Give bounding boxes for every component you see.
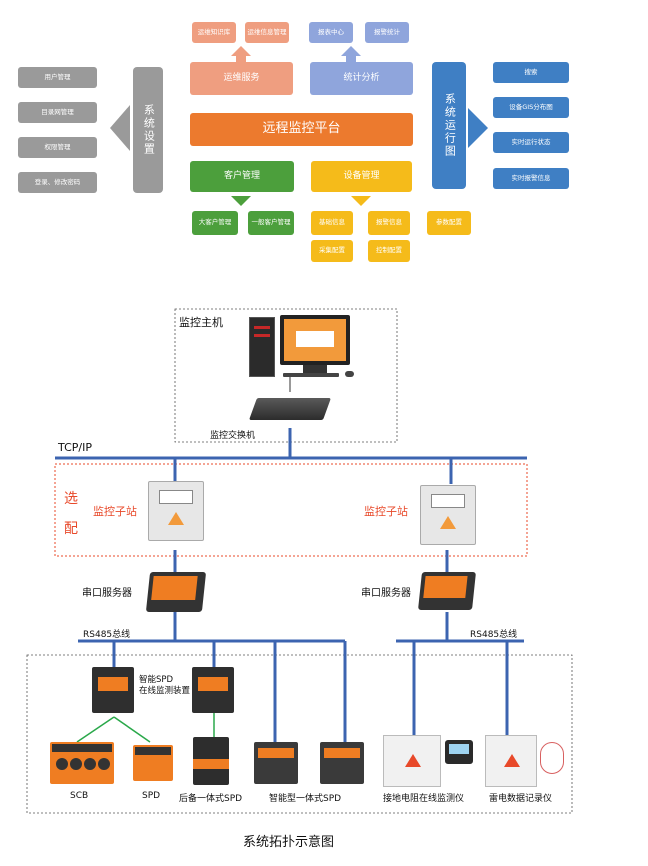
ground-sensor-icon	[445, 740, 473, 764]
smart-spd-right-icon	[192, 667, 234, 713]
right-item-status: 实时运行状态	[493, 132, 569, 153]
right-item-gis: 设备GIS分布图	[493, 97, 569, 118]
right-item-alarm: 实时报警信息	[493, 168, 569, 189]
computer-tower-icon	[249, 317, 275, 377]
ops-service-box: 运维服务	[190, 62, 293, 95]
backup-spd-icon	[193, 737, 229, 785]
substation-right-icon	[420, 485, 476, 545]
device-mgmt-box: 设备管理	[311, 161, 412, 192]
serial-left-label: 串口服务器	[82, 588, 132, 599]
ops-knowledge-label: 运维知识库	[197, 27, 231, 36]
spd-icon	[133, 745, 173, 781]
switch-label: 监控交换机	[210, 431, 256, 441]
rs485-right-label: RS485总线	[470, 630, 518, 640]
keyboard-icon	[283, 373, 339, 377]
device-label-ground: 接地电阻在线监测仪	[383, 794, 465, 804]
right-item-label: 实时报警信息	[511, 173, 551, 182]
smart-spd-label: 智能SPD 在线监测装置	[139, 675, 191, 696]
device-label-scb: SCB	[70, 791, 89, 801]
alarm-stats-label: 报警统计	[374, 27, 400, 36]
big-customer-label: 大客户管理	[198, 218, 232, 227]
smart-integrated-spd-left-icon	[254, 742, 298, 784]
control-config-label: 控制配置	[376, 246, 402, 255]
basic-info-label: 基础信息	[319, 218, 345, 227]
control-config-box: 控制配置	[368, 240, 410, 262]
diagram-caption: 系统拓扑示意图	[243, 835, 335, 850]
right-item-search: 搜索	[493, 62, 569, 83]
monitor-icon	[280, 315, 350, 365]
normal-customer-label: 一般客户管理	[251, 218, 291, 227]
collect-config-label: 采集配置	[319, 246, 345, 255]
collect-config-box: 采集配置	[311, 240, 353, 262]
monitor-stand-icon	[303, 365, 327, 373]
serial-right-label: 串口服务器	[361, 588, 411, 599]
serial-server-right-icon	[418, 572, 476, 610]
report-center-label: 报表中心	[318, 27, 344, 36]
left-item-permission: 权限管理	[18, 137, 97, 158]
device-label-lightning: 雷电数据记录仪	[489, 794, 553, 804]
customer-mgmt-label: 客户管理	[223, 171, 260, 182]
substation-left-label: 监控子站	[93, 505, 137, 518]
ops-knowledge-box: 运维知识库	[192, 22, 236, 43]
host-label: 监控主机	[179, 316, 223, 329]
basic-info-box: 基础信息	[311, 211, 353, 235]
substation-left-icon	[148, 481, 204, 541]
lightning-coil-icon	[540, 742, 564, 774]
device-label-backup-spd: 后备一体式SPD	[179, 794, 243, 804]
report-center-box: 报表中心	[309, 22, 353, 43]
left-item-user: 用户管理	[18, 67, 97, 88]
left-item-label: 用户管理	[44, 72, 71, 81]
alarm-info-label: 报警信息	[376, 218, 402, 227]
substation-right-label: 监控子站	[364, 505, 408, 518]
platform-title: 远程监控平台	[262, 121, 341, 137]
left-item-label: 登录、修改密码	[34, 177, 81, 186]
stats-analysis-box: 统计分析	[310, 62, 413, 95]
optional-label: 选配	[64, 491, 78, 537]
ops-service-label: 运维服务	[223, 73, 260, 84]
big-customer-box: 大客户管理	[192, 211, 238, 235]
ops-info-box: 运维信息管理	[245, 22, 289, 43]
serial-server-left-icon	[145, 572, 207, 612]
normal-customer-box: 一般客户管理	[248, 211, 294, 235]
left-item-label: 权限管理	[44, 142, 71, 151]
left-item-login: 登录、修改密码	[18, 172, 97, 193]
lightning-recorder-icon	[485, 735, 537, 787]
stats-analysis-label: 统计分析	[343, 73, 380, 84]
smart-integrated-spd-right-icon	[320, 742, 364, 784]
system-settings-box: 系统设置	[133, 67, 163, 193]
device-label-smart-spd: 智能型一体式SPD	[269, 794, 342, 804]
right-item-label: 设备GIS分布图	[509, 102, 553, 111]
system-settings-label: 系统设置	[142, 104, 156, 156]
left-item-label: 目录网管理	[41, 107, 74, 116]
scb-icon	[50, 742, 114, 784]
right-item-label: 搜索	[524, 67, 538, 76]
param-config-label: 参数配置	[436, 218, 462, 227]
device-mgmt-label: 设备管理	[343, 171, 380, 182]
left-item-catalog: 目录网管理	[18, 102, 97, 123]
customer-mgmt-box: 客户管理	[190, 161, 294, 192]
system-run-box: 系统运行图	[432, 62, 466, 189]
tcpip-label: TCP/IP	[58, 441, 92, 454]
rs485-left-label: RS485总线	[83, 630, 131, 640]
device-label-spd: SPD	[142, 791, 161, 801]
network-switch-icon	[248, 398, 332, 420]
smart-spd-left-icon	[92, 667, 134, 713]
platform-box: 远程监控平台	[190, 113, 413, 146]
alarm-stats-box: 报警统计	[365, 22, 409, 43]
right-item-label: 实时运行状态	[511, 137, 551, 146]
ground-resistance-icon	[383, 735, 441, 787]
ops-info-label: 运维信息管理	[247, 27, 287, 36]
mouse-icon	[345, 371, 354, 377]
system-run-label: 系统运行图	[443, 93, 457, 158]
param-config-box: 参数配置	[427, 211, 471, 235]
alarm-info-box: 报警信息	[368, 211, 410, 235]
